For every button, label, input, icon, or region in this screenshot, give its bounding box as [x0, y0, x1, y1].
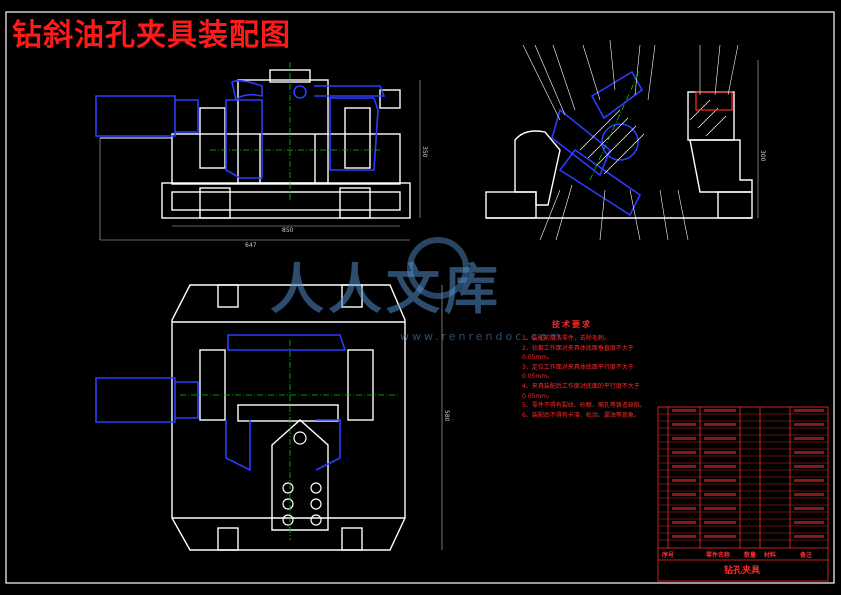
tech-item: 4、夹具装配后工作面对底面的平行度不大于	[522, 382, 640, 390]
front-view-center-lines	[210, 62, 380, 200]
plan-view	[171, 284, 443, 551]
parts-list-header-remark: 备注	[800, 552, 813, 559]
parts-list-header-qty: 数量	[744, 552, 757, 559]
section-leaders	[522, 39, 739, 241]
section-red-parts	[695, 91, 733, 111]
section-hatching	[579, 99, 727, 175]
drawing-title: 钻斜油孔夹具装配图	[12, 18, 291, 53]
plan-center-lines	[180, 340, 400, 540]
parts-list-header-name: 零件名称	[706, 552, 731, 559]
section-center-lines	[589, 69, 641, 181]
drawing-frame	[5, 11, 835, 584]
dim-width-total: 647	[245, 242, 257, 249]
dim-height-plan: 580	[443, 410, 450, 422]
tech-item: 6、装配后不得有卡滞、松动、漏油等现象。	[522, 411, 640, 419]
tech-item: 3、定位工作面对夹具体底面平行度不大于0.05mm。	[522, 363, 634, 381]
watermark-ring	[407, 237, 469, 299]
dim-width-inner: 850	[282, 227, 294, 234]
front-view-blue-parts	[95, 79, 386, 179]
section-view-blue-parts	[551, 70, 644, 217]
tech-requirements: 1、装配前清洗零件，去除毛刺。 2、钻套工作面对夹具体底面垂直度不大于0.05m…	[522, 334, 656, 420]
watermark-brand: 人人文库	[270, 257, 502, 321]
parts-list-header-material: 材料	[764, 552, 777, 559]
tech-item: 1、装配前清洗零件，去除毛刺。	[522, 335, 610, 342]
watermark-url: www.renrendoc.com	[400, 330, 564, 343]
dim-height-right: 350	[421, 146, 428, 158]
parts-list	[657, 406, 829, 582]
title-block-drawing-name: 钻孔夹具	[724, 566, 761, 576]
tech-item: 2、钻套工作面对夹具体底面垂直度不大于0.05mm。	[522, 344, 634, 362]
tech-item: 0.05mm。	[522, 392, 554, 400]
plan-view-blue-parts	[95, 334, 347, 472]
parts-list-header-no: 序号	[662, 552, 675, 559]
dim-height-section: 300	[759, 150, 766, 162]
parts-list-rows	[658, 413, 828, 541]
section-view	[485, 60, 759, 219]
front-view	[99, 69, 421, 241]
plan-holes	[282, 431, 322, 526]
tech-item: 5、零件不得有裂纹、砂眼、缩孔等铸造缺陷。	[522, 402, 646, 410]
tech-requirements-heading: 技术要求	[552, 320, 592, 329]
parts-list-fills	[672, 409, 824, 538]
